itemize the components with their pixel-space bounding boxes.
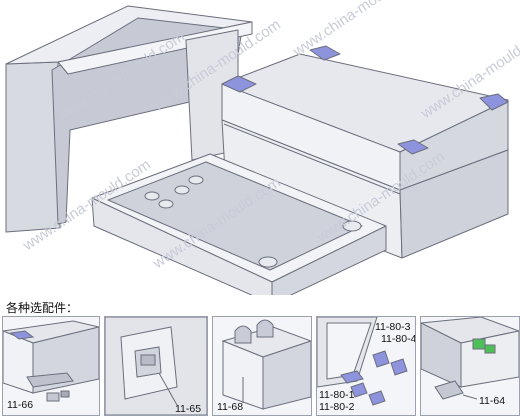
product-illustration: www.china-mould.com www.china-mould.com … (5, 0, 520, 305)
part-number-label: 11-64 (479, 395, 506, 407)
accessory-panel-11-80: 11-80-3 11-80-4 11-80-1 11-80-2 (316, 316, 416, 416)
accessory-panel-11-66: 11-66 (2, 316, 100, 416)
tray-inner (107, 161, 363, 271)
closed-box-base-side (399, 149, 509, 259)
accessory-panel-11-65: 11-65 (104, 316, 208, 416)
part-number-label: 11-80-3 (375, 321, 411, 333)
accessories-title: 各种选配件： (6, 301, 79, 315)
part-number-label: 11-68 (217, 401, 244, 413)
part-number-label: 11-80-4 (381, 333, 416, 345)
lid-corner-cap (309, 45, 341, 61)
lid-corner-cap (397, 139, 429, 155)
lid-corner-cap (479, 93, 509, 111)
accessory-panel-11-64: 11-64 (420, 316, 520, 416)
part-number-label: 11-80-2 (319, 401, 355, 413)
open-box-rim (57, 21, 253, 75)
part-number-label: 11-80-1 (319, 389, 355, 401)
open-box-front (5, 61, 61, 233)
part-number-label: 11-66 (7, 399, 34, 411)
part-number-label: 11-65 (175, 403, 202, 415)
lid-corner-cap (221, 75, 257, 93)
enclosure-drawing (5, 5, 509, 305)
accessory-panel-11-68: 11-68 (212, 316, 312, 416)
